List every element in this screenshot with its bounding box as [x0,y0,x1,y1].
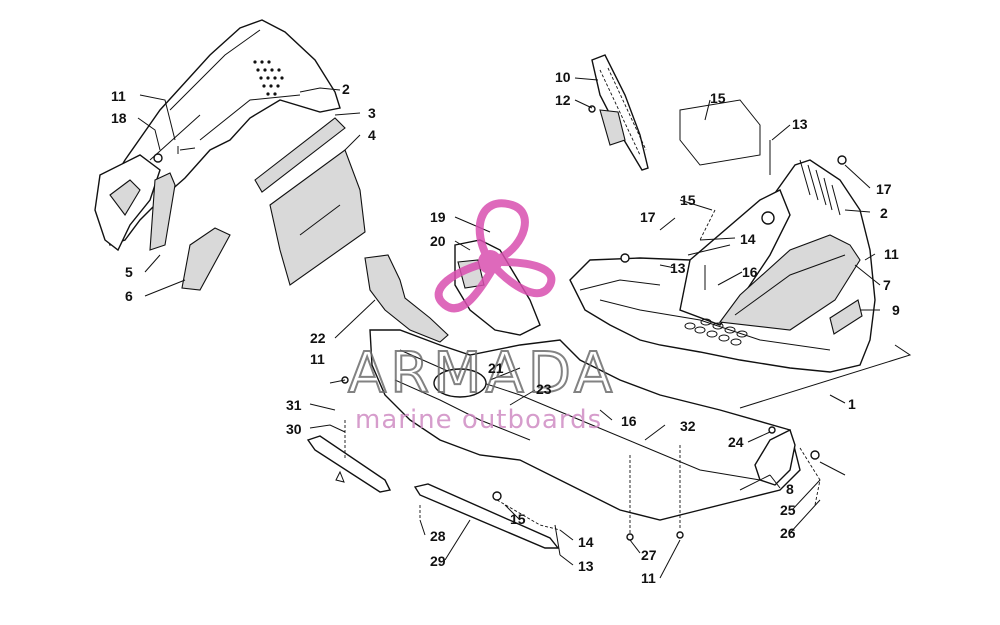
callout-16-right: 16 [742,264,758,280]
callout-15-bottom: 15 [510,511,526,527]
callout-17-right: 17 [876,181,892,197]
hood-vent-holes [684,318,748,346]
callout-3: 3 [368,105,376,121]
side-vent-slots [799,159,841,216]
vent-holes [253,60,284,96]
callout-25: 25 [780,502,796,518]
runner-strips [306,420,560,549]
propeller-logo [434,199,556,313]
callout-7: 7 [883,277,891,293]
watermark-subtitle: marine outboards [355,405,602,435]
callout-21: 21 [488,360,504,376]
callout-31: 31 [286,397,302,413]
callout-4: 4 [368,127,376,143]
callout-16-center: 16 [621,413,637,429]
callout-13-top: 13 [792,116,808,132]
callout-26: 26 [780,525,796,541]
callout-22: 22 [310,330,326,346]
armada-watermark: ARMADA marine outboards [347,199,616,435]
callout-23: 23 [536,381,552,397]
fasteners [329,209,716,556]
grille-part-10 [588,54,649,171]
callout-11-top-left: 11 [111,88,126,104]
callout-15-mid: 15 [680,192,696,208]
callout-14-right: 14 [740,231,756,247]
callout-24: 24 [728,434,744,450]
callout-9: 9 [892,302,900,318]
callout-30: 30 [286,421,302,437]
leader-lines [137,77,881,579]
callout-2-left: 2 [342,81,350,97]
callout-6: 6 [125,288,133,304]
side-panel-assembly [94,19,366,291]
callout-14-bottom: 14 [578,534,594,550]
watermark-title: ARMADA [348,341,616,406]
callout-13-bottom: 13 [578,558,594,574]
callout-12: 12 [555,92,571,108]
callout-19: 19 [430,209,446,225]
callout-5: 5 [125,264,133,280]
callout-27: 27 [641,547,657,563]
callout-32: 32 [680,418,696,434]
callout-labels: 1 2 2 3 4 5 6 7 8 9 10 11 11 11 11 12 13… [111,69,900,586]
callout-17-left: 17 [640,209,656,225]
callout-1: 1 [848,396,856,412]
callout-13-mid: 13 [670,260,686,276]
hood-assembly [569,99,912,409]
callout-28: 28 [430,528,446,544]
callout-11-mid: 11 [310,351,325,367]
callout-11-right: 11 [884,246,899,262]
callout-29: 29 [430,553,446,569]
callout-10: 10 [555,69,571,85]
callout-15-top: 15 [710,90,726,106]
callout-20: 20 [430,233,446,249]
callout-2-right: 2 [880,205,888,221]
callout-11-bottom: 11 [641,570,656,586]
callout-18: 18 [111,110,127,126]
callout-8: 8 [786,481,794,497]
